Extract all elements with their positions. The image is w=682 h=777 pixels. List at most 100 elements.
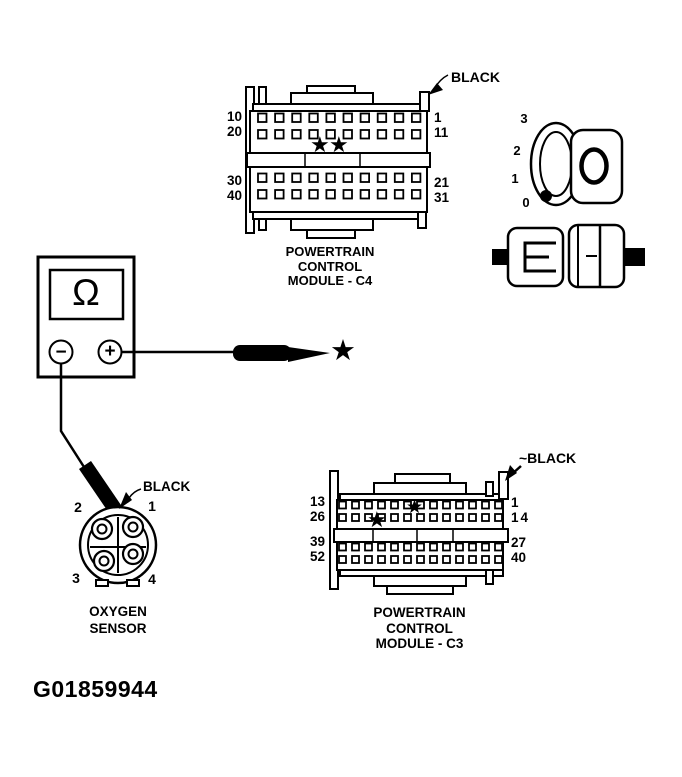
female-terminal-slot — [523, 241, 556, 273]
c3-pin — [364, 500, 373, 510]
c3-pin — [377, 513, 386, 522]
c3-pin — [364, 513, 373, 522]
c4-pin — [359, 172, 371, 183]
o2-black-label: BLACK — [143, 479, 191, 494]
c4-pin — [376, 129, 388, 140]
c4-pin — [342, 129, 353, 140]
c3-pin-label-39: 39 — [309, 534, 325, 549]
c4-pin-label-1: 1 — [434, 110, 442, 125]
c3-pin — [442, 500, 451, 510]
c4-pin — [410, 172, 422, 183]
c4-caption-line: POWERTRAIN — [285, 244, 375, 259]
c4-pin — [325, 129, 336, 140]
c3-pin-label-26: 26 — [309, 509, 325, 524]
c3-pin — [455, 555, 464, 564]
c3-pin — [468, 513, 477, 522]
c3-pin — [403, 513, 412, 522]
probe-star-marker: ★ — [330, 335, 356, 367]
c3-pin-label-40: 40 — [511, 550, 527, 565]
c4-pin — [342, 189, 353, 200]
c3-pin — [494, 500, 503, 510]
ohmmeter-display — [48, 268, 125, 321]
ohm-symbol: Ω — [72, 272, 100, 313]
c4-caption-line: CONTROL — [297, 258, 363, 274]
c4-bottom-lock-small — [306, 229, 356, 239]
o2-caption-line: SENSOR — [89, 621, 147, 636]
positive-probe-body — [233, 345, 291, 361]
c4-pin — [342, 172, 353, 183]
terminal-scale-3: 3 — [520, 111, 528, 126]
c3-pin — [494, 542, 503, 552]
positive-probe-tip — [288, 347, 330, 362]
c4-pin — [359, 112, 371, 123]
c3-pin — [455, 542, 464, 552]
c3-pin — [416, 513, 425, 522]
c4-right-step-bottom — [417, 211, 427, 229]
c4-pin-label-21: 21 — [434, 175, 450, 190]
c3-pin — [429, 500, 438, 510]
c4-pin — [359, 129, 371, 140]
negative-lead-wire — [59, 363, 86, 468]
o2-pin-2-contact — [96, 523, 108, 535]
o2-inner-shell — [87, 514, 149, 576]
c3-black-arrowhead-icon — [505, 465, 517, 481]
c3-pin — [338, 555, 347, 564]
terminal-index-dot — [540, 190, 552, 202]
o2-caption: OXYGEN SENSOR — [66, 603, 170, 637]
c3-pin — [390, 555, 399, 564]
c3-pin — [429, 542, 438, 552]
o2-black-leader-line — [128, 488, 142, 499]
c4-pin — [410, 129, 422, 140]
c3-pin — [403, 542, 412, 552]
c3-pin — [481, 513, 490, 522]
c3-pin-label-14: 14 — [511, 510, 531, 525]
c4-pin — [308, 129, 319, 140]
c4-pin — [393, 129, 405, 140]
c3-pin-label-1: 1 — [511, 495, 519, 510]
c4-pin — [274, 112, 285, 123]
c4-bottom-lock-large — [290, 218, 374, 231]
c4-pin — [274, 129, 285, 140]
c4-star-marker: ★ — [329, 132, 349, 157]
c3-pin — [481, 542, 490, 552]
terminal-face-detail — [529, 121, 624, 207]
c3-pin — [455, 500, 464, 510]
c3-pin — [364, 542, 373, 552]
c3-pin — [481, 555, 490, 564]
c4-pin — [393, 112, 405, 123]
c3-star-marker: ★ — [406, 497, 424, 518]
o2-pin-1-contact — [127, 521, 139, 533]
c4-pin — [291, 112, 302, 123]
c3-pin — [377, 500, 386, 510]
negative-terminal-sign: − — [55, 342, 67, 363]
c3-pin — [494, 555, 503, 564]
o2-index-tab — [126, 579, 140, 587]
terminal-scale-0: 0 — [522, 195, 530, 210]
c3-star-marker: ★ — [367, 507, 387, 532]
c3-pin — [455, 513, 464, 522]
c4-pin — [342, 112, 353, 123]
c3-pin — [429, 513, 438, 522]
c3-pin-grid — [338, 500, 503, 564]
c4-pin — [393, 189, 405, 200]
pcm-c3-connector — [329, 465, 522, 595]
terminal-side-view — [492, 223, 645, 289]
c3-top-lock-small — [394, 473, 451, 484]
o2-pin-3-contact — [98, 555, 110, 567]
c3-pin — [377, 555, 386, 564]
c4-pin — [376, 112, 388, 123]
c3-caption: POWERTRAIN CONTROL MODULE - C3 — [327, 605, 512, 652]
c3-pin — [416, 500, 425, 510]
o2-pin-label-3: 3 — [72, 570, 80, 586]
c3-pin — [377, 542, 386, 552]
c3-pin — [351, 500, 360, 510]
c3-top-tab — [485, 481, 494, 497]
c4-pin-label-31: 31 — [434, 190, 450, 205]
c3-pin-label-52: 52 — [309, 549, 325, 564]
c3-pin — [390, 542, 399, 552]
o2-pin-label-2: 2 — [74, 499, 82, 515]
c3-pin — [390, 500, 399, 510]
c4-pin-grid — [257, 112, 422, 200]
c3-pin-label-13: 13 — [309, 494, 325, 509]
c4-pin — [410, 189, 422, 200]
